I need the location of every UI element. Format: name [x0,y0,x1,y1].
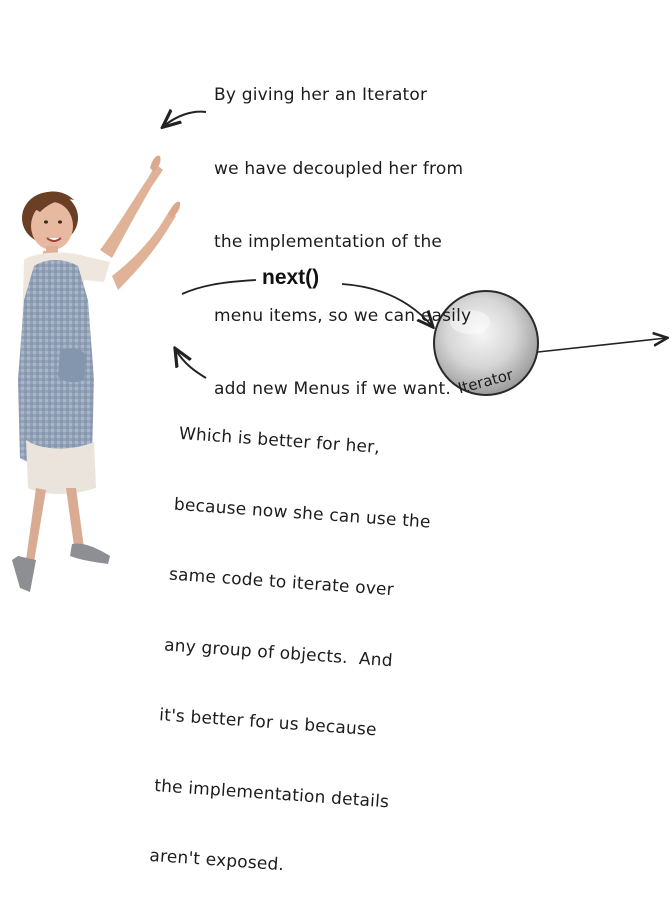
bottom-annotation-line: because now she can use the [173,494,432,533]
bottom-annotation-line: any group of objects. And [163,634,394,671]
top-note-arrow [164,112,207,126]
bottom-annotation-line: the implementation details [153,775,390,812]
next-call-line-left [181,279,257,295]
top-annotation-line: add new Menus if we want. [214,379,451,399]
top-annotation-line: the implementation of the [214,232,443,252]
iterator-sphere [433,290,539,396]
bottom-note-arrow [176,350,207,379]
top-annotation: By giving her an Iterator we have decoup… [214,34,471,426]
next-call-arrow [341,283,432,326]
diagram-canvas [12,0,672,592]
top-annotation-line: menu items, so we can easily [214,305,472,326]
top-annotation-line: By giving her an Iterator [214,85,428,105]
woman-figure [12,155,181,592]
next-method-label: next() [262,266,320,289]
bottom-annotation-line: aren't exposed. [148,845,285,876]
bottom-annotation-line: it's better for us because [158,705,378,741]
top-annotation-line: we have decoupled her from [214,158,464,179]
bottom-annotation-line: Which is better for her, [178,423,381,458]
iterator-output-arrow [537,338,666,353]
bottom-annotation: Which is better for her, because now she… [147,376,440,910]
bottom-annotation-line: same code to iterate over [168,564,395,601]
